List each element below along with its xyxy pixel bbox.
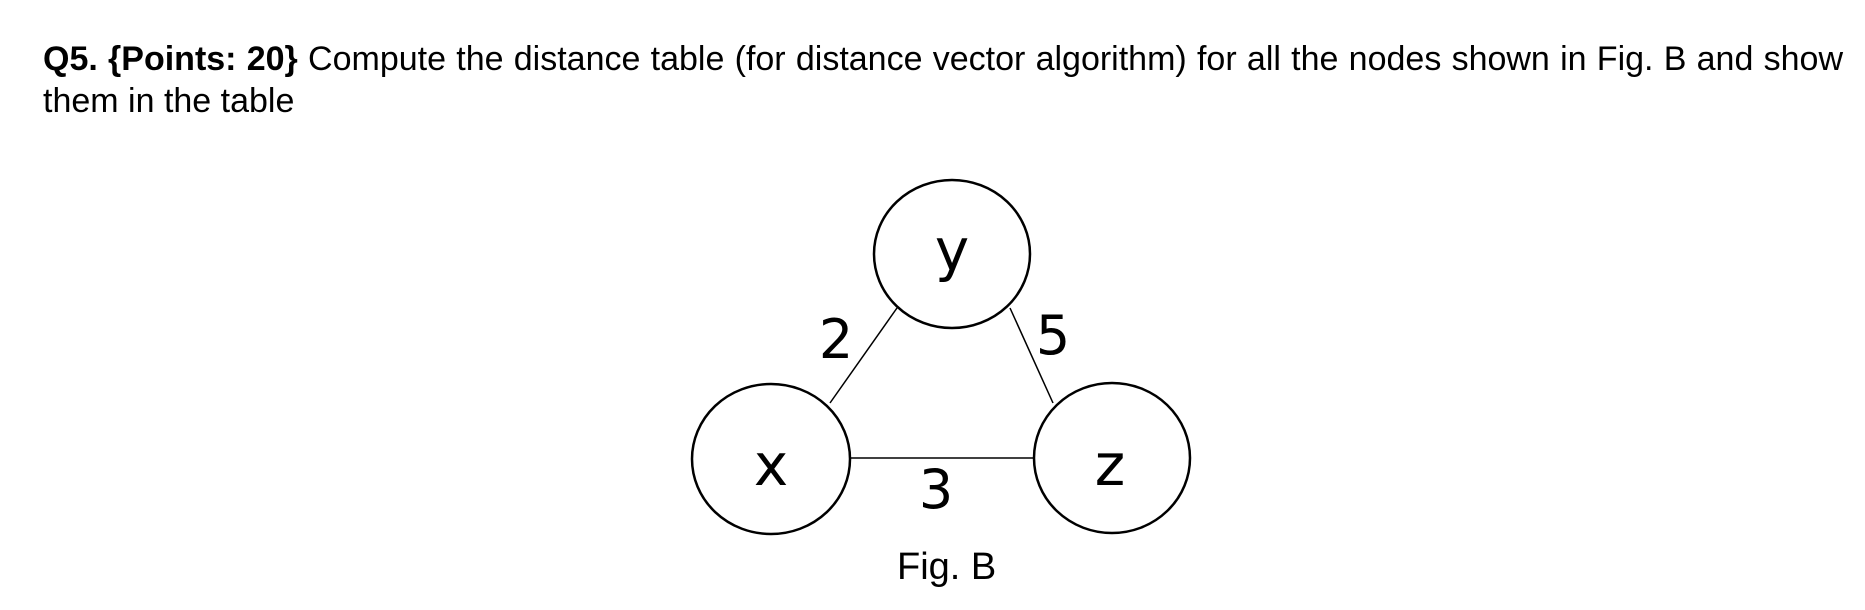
edge-y-z [1009,307,1054,404]
edge-x-y [829,307,898,404]
node-z-label: z [1095,431,1125,499]
node-y-label: y [935,216,969,284]
node-z [1032,381,1192,535]
question-text: Q5. {Points: 20} Compute the distance ta… [43,38,1843,122]
edge-x-y-cost: 2 [819,308,853,371]
question-label: Q5. {Points: 20} [43,40,298,78]
edge-x-z-cost: 3 [919,458,953,521]
node-x [690,382,852,536]
edge-y-z-cost: 5 [1036,304,1070,367]
node-x-label: x [754,431,788,499]
question-body: Compute the distance table (for distance… [43,40,1843,120]
figure-caption: Fig. B [897,546,997,588]
node-y [872,178,1032,330]
